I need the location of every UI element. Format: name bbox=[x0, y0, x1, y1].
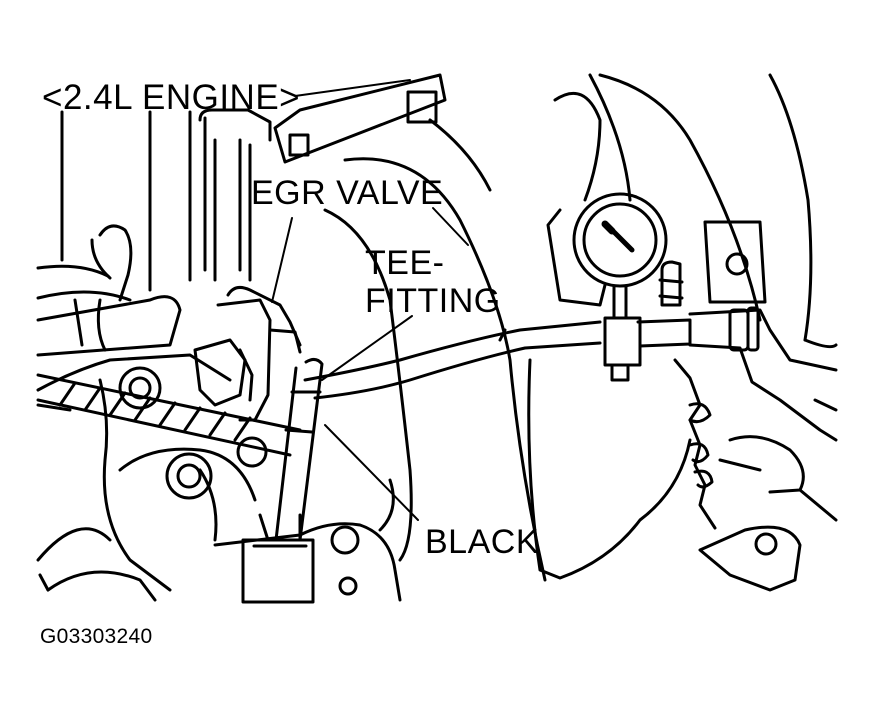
engine-label: <2.4L ENGINE> bbox=[42, 78, 301, 117]
egr-valve bbox=[193, 285, 302, 422]
hand bbox=[673, 306, 838, 530]
egr-valve-label: EGR VALVE bbox=[251, 174, 444, 212]
vacuum-gauge bbox=[572, 192, 692, 382]
tee-fitting-label-line1: TEE- bbox=[365, 244, 445, 282]
engine-block bbox=[36, 108, 402, 602]
black-hose-label: BLACK bbox=[425, 523, 539, 561]
figure-code: G03303240 bbox=[40, 625, 153, 648]
leader-lines bbox=[271, 79, 469, 521]
intake-manifold bbox=[273, 73, 838, 592]
vertical-hose bbox=[241, 357, 324, 604]
tee-fitting-label-line2: FITTING bbox=[365, 282, 501, 320]
